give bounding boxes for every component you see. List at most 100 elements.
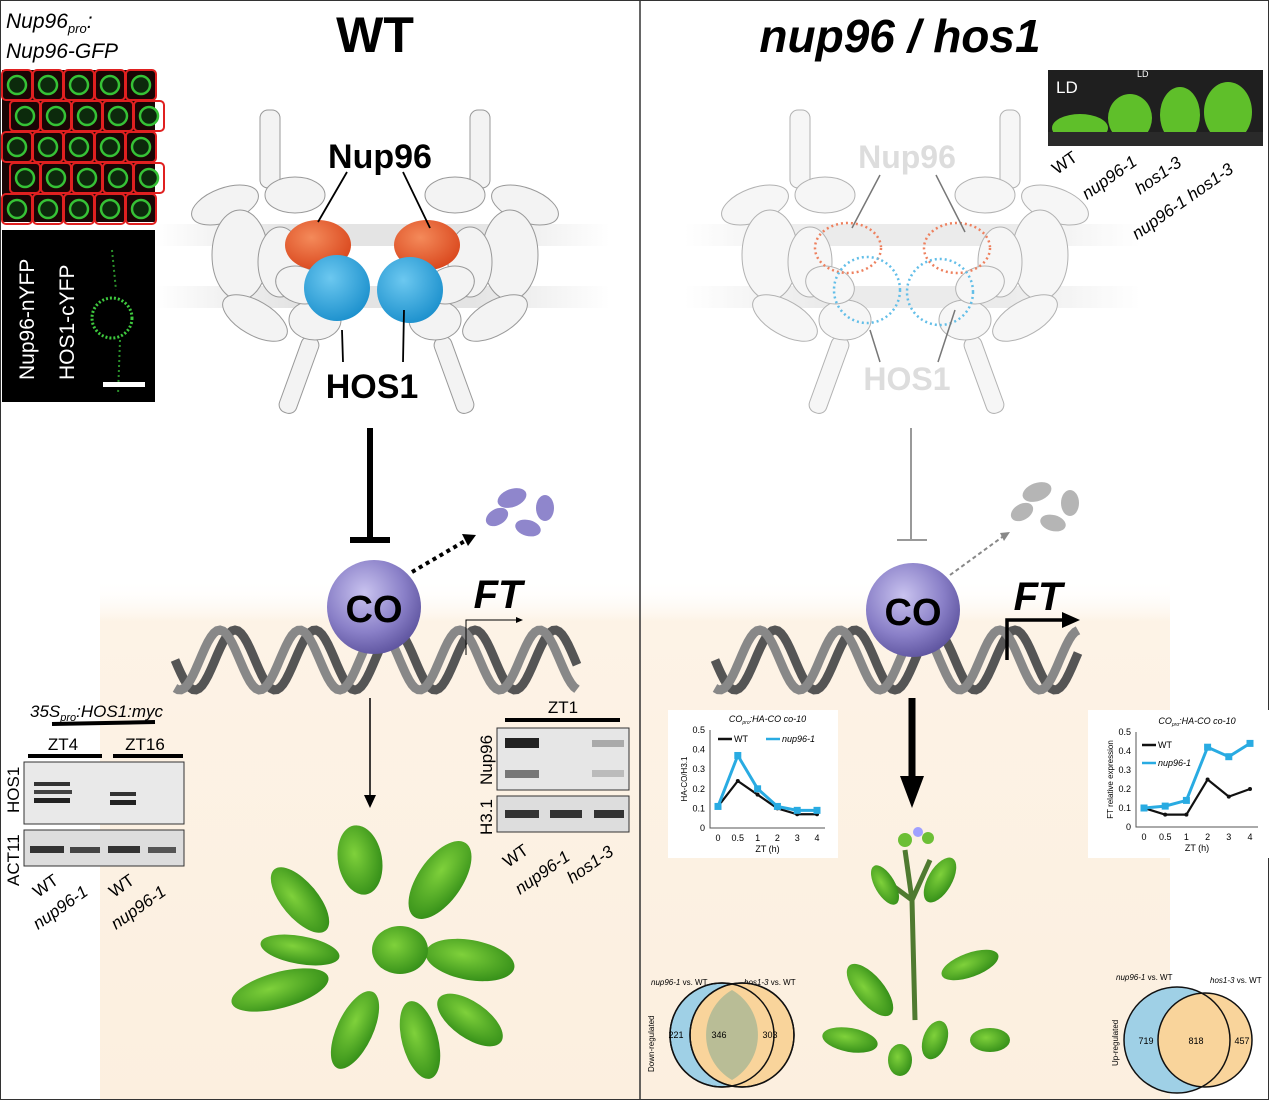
y-axis-label: HA-CO/H3.1 [680, 756, 689, 801]
y-tick-label: 0.5 [1118, 727, 1131, 737]
nucleoporin-subunit [805, 265, 855, 305]
dna-strand [712, 625, 1081, 695]
venn-up-both: 818 [1188, 1036, 1203, 1046]
x-axis-label: ZT (h) [755, 844, 779, 854]
x-tick-label: 4 [814, 833, 819, 843]
chart2-background [1088, 710, 1269, 858]
data-point-nup96-1 [754, 785, 762, 793]
blot2-row-nup96: Nup96 [477, 735, 496, 785]
dna-strand [710, 625, 1083, 695]
y-tick-label: 0.3 [1118, 765, 1131, 775]
hos1-protein [304, 255, 370, 321]
series-line-nup96-1 [1143, 742, 1251, 810]
cytoplasmic-filament [469, 109, 491, 189]
bifc-label-nup96: Nup96-nYFP [16, 259, 39, 380]
venn-down-only-b: 303 [762, 1030, 777, 1040]
blot1-group-zt4: ZT4 [48, 735, 78, 754]
data-point-nup96-1 [793, 806, 801, 814]
x-tick-label: 2 [775, 833, 780, 843]
series-line-WT [717, 779, 817, 816]
left-title: WT [336, 7, 414, 63]
legend-label: nup96-1 [1158, 758, 1191, 768]
ft-label-wt: FT [474, 573, 526, 617]
venn-down-both: 346 [711, 1030, 726, 1040]
y-tick-label: 0.1 [692, 803, 705, 813]
data-point-nup96-1 [1225, 753, 1233, 761]
nucleoporin-subunit [955, 265, 1005, 305]
micro1-label-2: Nup96-GFP [6, 40, 118, 63]
right-title: nup96 / hos1 [759, 10, 1040, 62]
co-protein-mutant [866, 563, 960, 657]
x-tick-label: 3 [1226, 832, 1231, 842]
nucleoporin-subunit [992, 294, 1058, 342]
cytoplasmic-filament [259, 109, 281, 189]
legend-label: WT [734, 734, 748, 744]
y-axis-label: FT relative expression [1106, 740, 1115, 819]
photo-genotype: hos1-3 [1131, 153, 1185, 199]
nuclear-basket-filament [808, 336, 850, 414]
chart-title: COpro:HA-CO co-10 [1158, 716, 1235, 728]
co-protein-wt [327, 560, 421, 654]
scale-bar [103, 382, 145, 387]
venn-up-only-a: 719 [1138, 1036, 1153, 1046]
degraded-co-fragments-gray-icon [1010, 482, 1079, 532]
x-tick-label: 4 [1247, 832, 1252, 842]
nucleoporin-subunit [954, 176, 1016, 214]
hos1-label-mutant: HOS1 [863, 361, 950, 397]
data-point-nup96-1 [1182, 796, 1190, 804]
data-point-nup96-1 [1246, 739, 1254, 747]
mutant-flowering-plant [822, 827, 1010, 1076]
data-point-nup96-1 [734, 751, 742, 759]
photo-ld-label: LD [1056, 78, 1078, 97]
x-tick-label: 2 [1205, 832, 1210, 842]
venn-up-side-label: Up-regulated [1111, 1020, 1120, 1066]
blot1-lane: WT [29, 871, 62, 902]
nucleoporin-subunit [264, 176, 326, 214]
dna-helix-mutant [710, 625, 1083, 695]
data-point-WT [1163, 812, 1168, 817]
y-tick-label: 0 [1126, 822, 1131, 832]
nuclear-pore-mutant [685, 109, 1140, 414]
data-point-WT [755, 792, 760, 797]
venn-up-only-b: 457 [1234, 1036, 1249, 1046]
x-tick-label: 0.5 [1159, 832, 1172, 842]
co-label-mutant: CO [885, 592, 942, 634]
data-point-WT [735, 778, 740, 783]
degradation-arrow-wt [410, 536, 472, 574]
hos1-absent-outline [832, 255, 902, 325]
chart1-background [668, 710, 838, 858]
cytoplasmic-filament [789, 109, 811, 189]
chart-axes [1135, 732, 1258, 828]
hos1-protein [377, 257, 443, 323]
data-point-WT [1205, 777, 1210, 782]
bifc-micrograph: Nup96-nYFP HOS1-cYFP [2, 230, 155, 402]
chart-title: COpro:HA-CO co-10 [729, 714, 806, 726]
x-axis-label: ZT (h) [1185, 843, 1209, 853]
ft-promoter-arrow-wt [465, 619, 520, 655]
x-tick-label: 0 [1141, 832, 1146, 842]
nucleoporin-subunit [424, 176, 486, 214]
y-tick-label: 0.1 [1118, 803, 1131, 813]
venn-up-set-b: hos1-3 vs. WT [1210, 976, 1262, 985]
y-tick-label: 0 [700, 823, 705, 833]
data-point-WT [1226, 794, 1231, 799]
series-line-WT [1143, 777, 1251, 816]
y-tick-label: 0.4 [692, 745, 705, 755]
data-point-WT [1248, 787, 1252, 791]
bifc-label-hos1: HOS1-cYFP [56, 264, 79, 380]
nuclear-basket-filament [963, 336, 1005, 414]
ft-promoter-arrow-mutant [1005, 618, 1068, 660]
x-tick-label: 1 [755, 833, 760, 843]
x-tick-label: 3 [795, 833, 800, 843]
inhibition-symbol-mutant [897, 428, 927, 541]
blot1-row-act11: ACT11 [4, 834, 23, 886]
blot2-row-h3: H3.1 [477, 799, 496, 835]
venn-up-circle-b [1158, 993, 1252, 1087]
venn-down-only-a: 221 [668, 1030, 683, 1040]
nucleoporin-subunit [462, 294, 528, 342]
nup96-absent-outline [922, 221, 992, 275]
label-leaders-mutant [851, 174, 966, 363]
